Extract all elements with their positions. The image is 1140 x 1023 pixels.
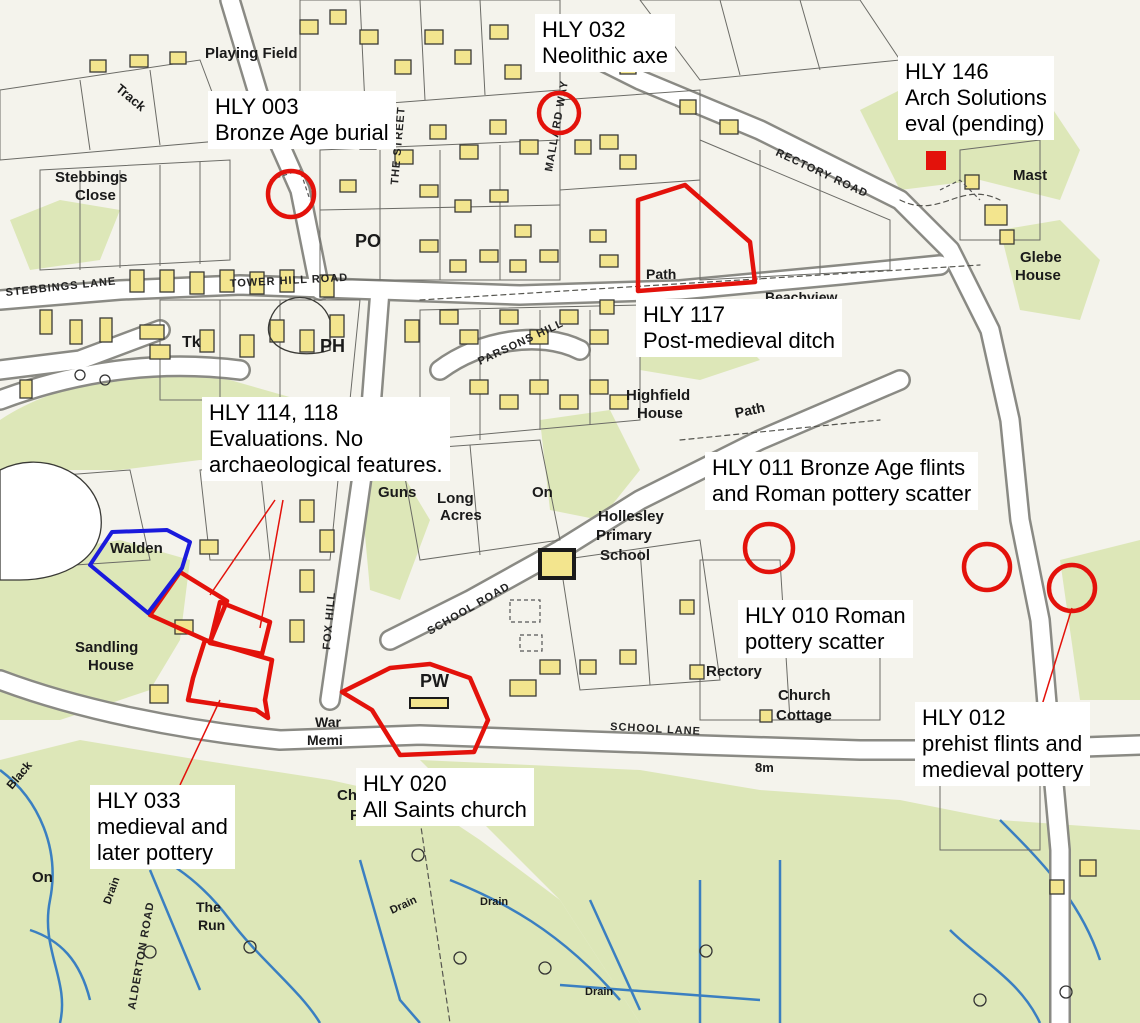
label-war-memi-1: War (315, 714, 341, 730)
label-school-lane: SCHOOL LANE (610, 721, 701, 738)
hly146-marker (926, 151, 946, 170)
annotation-hly033: HLY 033 medieval and later pottery (90, 785, 235, 869)
annotation-hly114-id: HLY 114, 118 (209, 400, 339, 425)
annotation-hly114-desc-1: Evaluations. No (209, 426, 364, 451)
label-church-cottage-1: Church (778, 687, 831, 704)
walden-boundary (88, 528, 192, 615)
label-path-2: Path (733, 399, 766, 421)
label-school-1: Hollesley (598, 508, 665, 525)
label-highfield-2: House (637, 405, 683, 422)
hly118-plot-2 (207, 599, 273, 657)
annotation-hly020-desc: All Saints church (363, 797, 527, 822)
label-school-3: School (600, 547, 650, 564)
label-long-acres-2: Acres (440, 507, 482, 524)
label-path-1: Path (646, 266, 676, 282)
hly010-circle (961, 541, 1013, 593)
label-mast: Mast (1013, 167, 1047, 184)
property-lines (0, 0, 1041, 851)
annotation-hly032-id: HLY 032 (542, 17, 626, 42)
annotation-hly117-desc: Post-medieval ditch (643, 328, 835, 353)
annotation-hly033-id: HLY 033 (97, 788, 181, 813)
label-ch-2: F (350, 807, 359, 824)
annotation-hly003: HLY 003 Bronze Age burial (208, 91, 396, 149)
hly003-circle (265, 168, 317, 220)
annotation-hly146-desc-2: eval (pending) (905, 111, 1045, 136)
tree-symbols (74, 369, 1073, 1007)
annotation-hly117-id: HLY 117 (643, 302, 725, 327)
label-church-cottage-2: Cottage (776, 707, 832, 724)
label-tk: Tk (182, 334, 201, 351)
annotation-hly011-id: HLY 011 Bronze Age flints (712, 455, 966, 480)
annotation-hly011-desc: and Roman pottery scatter (712, 481, 972, 506)
label-stebbings-close-1: Stebbings (55, 169, 128, 186)
label-guns: Guns (378, 484, 416, 501)
annotation-hly146: HLY 146 Arch Solutions eval (pending) (898, 56, 1054, 140)
annotation-hly146-desc-1: Arch Solutions (905, 85, 1047, 110)
label-pw: PW (420, 671, 449, 691)
annotation-hly033-desc-2: later pottery (97, 840, 214, 865)
label-walden: Walden (110, 540, 163, 557)
annotation-hly020-id: HLY 020 (363, 771, 447, 796)
annotation-hly117: HLY 117 Post-medieval ditch (636, 299, 842, 357)
label-war-memi-2: Memi (307, 732, 343, 748)
annotation-hly033-desc-1: medieval and (97, 814, 228, 839)
annotation-hly012: HLY 012 prehist flints and medieval pott… (915, 702, 1091, 786)
label-stebbings-close-2: Close (75, 187, 116, 204)
annotation-hly012-desc-2: medieval pottery (922, 757, 1084, 782)
annotation-hly032: HLY 032 Neolithic axe (535, 14, 675, 72)
label-long-acres-1: Long (437, 490, 474, 507)
annotation-hly032-desc: Neolithic axe (542, 43, 668, 68)
label-school-2: Primary (596, 527, 653, 544)
round-features (0, 297, 331, 581)
hly012-circle (1046, 562, 1098, 614)
label-on-1: On (532, 484, 553, 501)
annotation-hly146-id: HLY 146 (905, 59, 989, 84)
annotation-hly010-desc: pottery scatter (745, 629, 885, 654)
label-bm: 8m (755, 760, 774, 775)
annotation-hly011: HLY 011 Bronze Age flints and Roman pott… (705, 452, 979, 510)
buildings (19, 9, 1097, 895)
label-fox-hill: FOX HILL (321, 591, 338, 650)
label-po: PO (355, 231, 381, 251)
annotation-hly010-id: HLY 010 Roman (745, 603, 906, 628)
label-playing-field: Playing Field (205, 45, 298, 62)
label-highfield-1: Highfield (626, 387, 690, 404)
label-drain-4: Drain (585, 986, 613, 998)
annotation-hly020: HLY 020 All Saints church (356, 768, 534, 826)
label-glebe-1: Glebe (1020, 249, 1062, 266)
label-rectory: Rectory (706, 663, 763, 680)
label-the-run-1: The (196, 899, 221, 915)
hly033-polygon (185, 637, 275, 721)
dashed-footprints (269, 169, 981, 652)
site-markers (147, 90, 1098, 758)
hly032-circle (536, 90, 582, 136)
label-sandling-1: Sandling (75, 639, 138, 656)
hly020-polygon (339, 661, 491, 758)
annotation-hly010: HLY 010 Roman pottery scatter (738, 600, 913, 658)
label-the-run-2: Run (198, 917, 225, 933)
label-ch-1: Ch (337, 787, 357, 804)
annotation-hly003-id: HLY 003 (215, 94, 299, 119)
label-sandling-2: House (88, 657, 134, 674)
hly117-polygon (635, 182, 758, 294)
annotation-hly114-desc-2: archaeological features. (209, 452, 443, 477)
label-on-2: On (32, 869, 53, 886)
label-drain-3: Drain (480, 896, 508, 908)
label-ph: PH (320, 336, 345, 356)
annotation-hly012-desc-1: prehist flints and (922, 731, 1083, 756)
leader-lines (179, 499, 1073, 786)
label-glebe-2: House (1015, 267, 1061, 284)
annotation-hly012-id: HLY 012 (922, 705, 1006, 730)
hly011-circle (742, 521, 796, 575)
annotation-hly003-desc: Bronze Age burial (215, 120, 389, 145)
annotation-hly114-118: HLY 114, 118 Evaluations. No archaeologi… (202, 397, 450, 481)
